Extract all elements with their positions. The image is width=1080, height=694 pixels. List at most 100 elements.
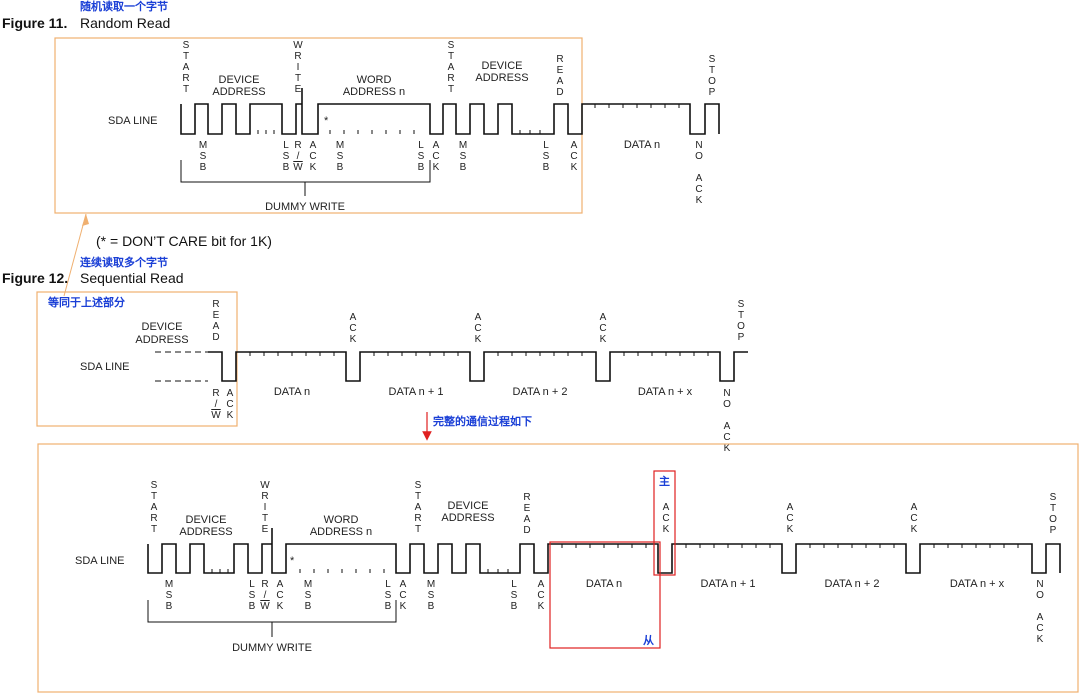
full-sda-waveform	[147, 528, 1061, 574]
svg-text:S: S	[428, 590, 435, 601]
full-dummy-write-bracket	[147, 600, 397, 637]
full-ack-2: ACK	[399, 579, 406, 612]
svg-text:/: /	[297, 151, 300, 162]
full-data-n-plus-1: DATA n + 1	[701, 578, 756, 590]
svg-text:R: R	[414, 513, 421, 524]
svg-text:P: P	[738, 332, 745, 343]
svg-text:S: S	[337, 151, 344, 162]
svg-text:B: B	[418, 162, 425, 173]
f12-data-n-plus-1: DATA n + 1	[389, 386, 444, 398]
svg-text:R: R	[261, 579, 268, 590]
svg-text:A: A	[183, 62, 190, 73]
svg-text:E: E	[262, 524, 269, 535]
svg-text:N: N	[723, 388, 730, 399]
svg-text:T: T	[448, 51, 454, 62]
full-sda-line-label: SDA LINE	[75, 555, 125, 567]
f11-msb-2: MSB	[336, 140, 344, 173]
svg-text:W: W	[260, 480, 270, 491]
svg-text:D: D	[523, 525, 530, 536]
svg-text:A: A	[448, 62, 455, 73]
full-lsb-2: LSB	[385, 579, 392, 612]
svg-text:R: R	[212, 299, 219, 310]
svg-text:B: B	[305, 601, 312, 612]
svg-text:K: K	[277, 601, 284, 612]
svg-text:T: T	[262, 513, 268, 524]
svg-text:C: C	[432, 151, 439, 162]
svg-text:A: A	[911, 502, 918, 513]
svg-text:K: K	[475, 334, 482, 345]
svg-text:A: A	[433, 140, 440, 151]
svg-text:S: S	[415, 480, 422, 491]
orange-pointer-line	[63, 213, 87, 297]
svg-text:M: M	[427, 579, 435, 590]
svg-text:O: O	[708, 76, 716, 87]
f12-ack-3: ACK	[599, 312, 606, 345]
full-data-n: DATA n	[586, 578, 622, 590]
svg-text:T: T	[183, 84, 189, 95]
svg-text:K: K	[911, 524, 918, 535]
svg-text:A: A	[310, 140, 317, 151]
full-msb-1: MSB	[165, 579, 173, 612]
svg-text:N: N	[1036, 579, 1043, 590]
f11-lsb-3: LSB	[543, 140, 550, 173]
svg-text:A: A	[600, 312, 607, 323]
svg-text:R: R	[150, 513, 157, 524]
svg-text:K: K	[724, 443, 731, 454]
svg-text:A: A	[475, 312, 482, 323]
svg-text:T: T	[295, 73, 301, 84]
svg-text:B: B	[511, 601, 518, 612]
full-ack-top-2: ACK	[786, 502, 793, 535]
svg-text:E: E	[524, 503, 531, 514]
svg-text:A: A	[557, 76, 564, 87]
svg-text:W: W	[293, 40, 303, 51]
svg-text:E: E	[295, 84, 302, 95]
svg-text:A: A	[277, 579, 284, 590]
svg-text:L: L	[418, 140, 424, 151]
svg-text:S: S	[460, 151, 467, 162]
svg-text:S: S	[511, 590, 518, 601]
figure11-title: Random Read	[80, 15, 170, 31]
f12-rw: R/W	[211, 388, 221, 421]
svg-text:S: S	[183, 40, 190, 51]
f12-bit-ticks	[249, 352, 709, 356]
svg-text:B: B	[460, 162, 467, 173]
svg-text:C: C	[474, 323, 481, 334]
f12-data-n: DATA n	[274, 386, 310, 398]
random-read-cn-annotation: 随机读取一个字节	[80, 0, 168, 13]
f12-ack-1: ACK	[349, 312, 356, 345]
svg-text:L: L	[543, 140, 549, 151]
svg-text:R: R	[182, 73, 189, 84]
figure12-title: Sequential Read	[80, 270, 184, 286]
same-as-above-cn-annotation: 等同于上述部分	[47, 295, 125, 309]
full-data-n-plus-2: DATA n + 2	[825, 578, 880, 590]
svg-text:S: S	[305, 590, 312, 601]
svg-text:S: S	[200, 151, 207, 162]
svg-text:B: B	[543, 162, 550, 173]
svg-text:O: O	[737, 321, 745, 332]
svg-text:B: B	[428, 601, 435, 612]
svg-text:K: K	[1037, 634, 1044, 645]
svg-text:W: W	[260, 601, 270, 612]
svg-text:K: K	[600, 334, 607, 345]
svg-text:B: B	[166, 601, 173, 612]
full-word-address-a: WORD	[324, 514, 359, 526]
full-lsb-1: LSB	[249, 579, 256, 612]
svg-text:S: S	[543, 151, 550, 162]
svg-text:P: P	[709, 87, 716, 98]
f11-dont-care-star: *	[324, 115, 329, 127]
svg-text:R: R	[261, 491, 268, 502]
f11-rw-1: R/W	[293, 140, 303, 173]
full-process-frame	[37, 443, 1079, 693]
full-dont-care-star: *	[290, 555, 295, 567]
f11-bit-ticks	[249, 104, 680, 134]
svg-text:K: K	[400, 601, 407, 612]
svg-text:A: A	[787, 502, 794, 513]
